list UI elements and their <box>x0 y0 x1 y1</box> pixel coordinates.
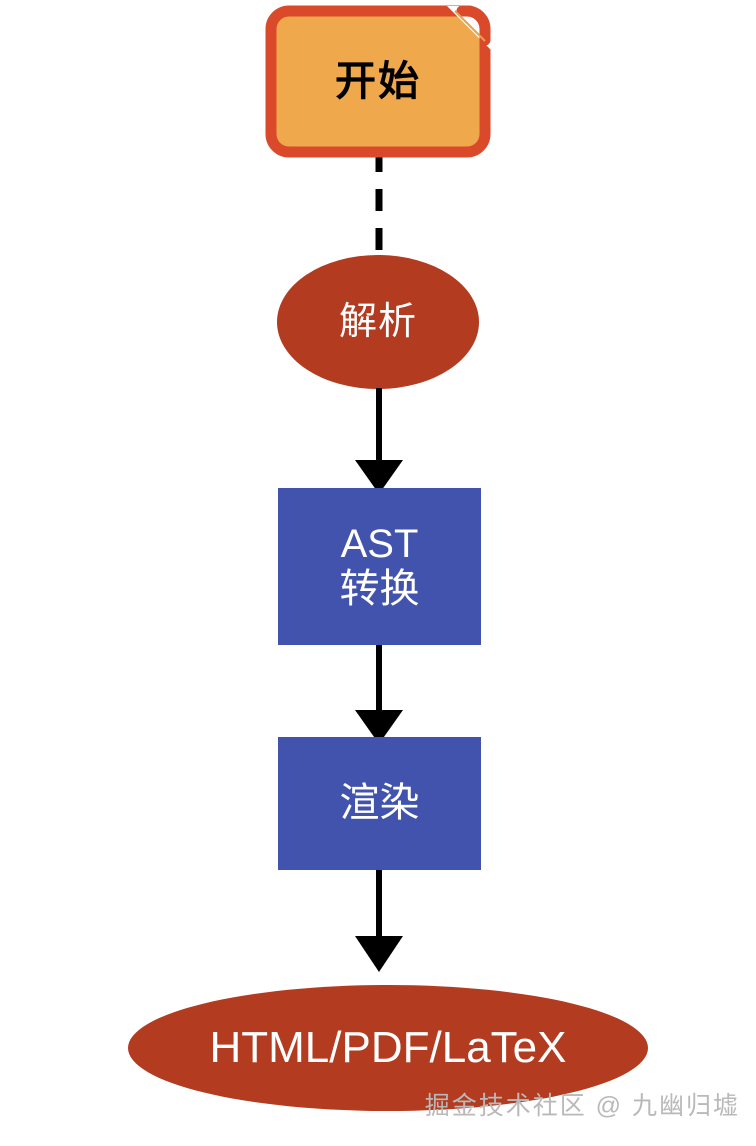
node-parse[interactable] <box>277 255 479 389</box>
arrowhead-icon <box>355 460 403 494</box>
ast-box-shape <box>278 488 481 645</box>
fold-crease <box>454 10 486 42</box>
node-ast[interactable] <box>278 488 481 645</box>
node-start[interactable] <box>265 5 495 158</box>
arrowhead-icon <box>355 710 403 744</box>
watermark-text: 掘金技术社区 @ 九幽归墟 <box>424 1092 740 1120</box>
edge-ast-to-render <box>355 645 403 744</box>
arrowhead-icon <box>355 936 403 972</box>
node-output[interactable] <box>128 985 648 1111</box>
start-box-corner-stroke <box>456 5 491 46</box>
parse-ellipse-shape <box>277 255 479 389</box>
edge-parse-to-ast <box>355 388 403 494</box>
edge-render-to-output <box>355 870 403 972</box>
render-box-shape <box>278 737 481 870</box>
node-render[interactable] <box>278 737 481 870</box>
output-ellipse-shape <box>128 985 648 1111</box>
start-box-shape <box>265 5 491 158</box>
